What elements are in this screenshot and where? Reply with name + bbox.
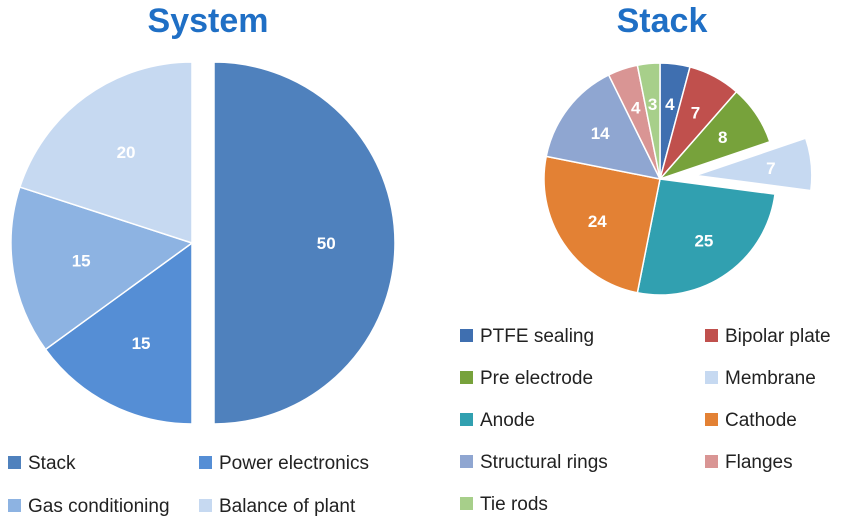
slice-membrane	[695, 137, 813, 192]
legend-swatch-membrane	[705, 371, 718, 384]
legend-swatch-cathode	[705, 413, 718, 426]
legend-label-pre-electrode: Pre electrode	[480, 368, 593, 389]
legend-swatch-flanges	[705, 455, 718, 468]
data-label-pre-electrode: 8	[718, 128, 727, 147]
data-label-ptfe-sealing: 4	[665, 95, 675, 114]
data-label-gas-conditioning: 15	[72, 252, 91, 271]
slice-stack	[213, 61, 396, 425]
legend-label-structural-rings: Structural rings	[480, 452, 608, 473]
slice-anode	[636, 178, 776, 296]
legend-label-gas-conditioning: Gas conditioning	[28, 496, 170, 517]
data-label-bipolar-plate: 7	[691, 104, 700, 123]
legend-swatch-gas-conditioning	[8, 499, 21, 512]
data-label-power-electronics: 15	[132, 334, 151, 353]
legend-swatch-stack	[8, 456, 21, 469]
legend-label-cathode: Cathode	[725, 410, 797, 431]
legend-swatch-ptfe-sealing	[460, 329, 473, 342]
legend-swatch-power-electronics	[199, 456, 212, 469]
data-label-cathode: 24	[588, 212, 607, 231]
legend-label-stack: Stack	[28, 453, 76, 474]
slice-cathode	[543, 155, 661, 294]
data-label-tie-rods: 3	[648, 95, 657, 114]
slice-pre-electrode	[657, 90, 771, 181]
chart-title: Stack	[617, 2, 708, 40]
legend-swatch-pre-electrode	[460, 371, 473, 384]
data-label-balance-of-plant: 20	[117, 143, 136, 162]
slice-structural-rings	[545, 73, 662, 181]
legend-label-balance-of-plant: Balance of plant	[219, 496, 356, 517]
legend-label-power-electronics: Power electronics	[219, 453, 369, 474]
legend-swatch-structural-rings	[460, 455, 473, 468]
legend-label-membrane: Membrane	[725, 368, 816, 389]
data-label-flanges: 4	[631, 99, 641, 118]
data-label-structural-rings: 14	[591, 124, 610, 143]
legend-swatch-anode	[460, 413, 473, 426]
slice-power-electronics	[44, 241, 193, 425]
legend-label-anode: Anode	[480, 410, 535, 431]
data-label-anode: 25	[694, 231, 713, 250]
legend-swatch-bipolar-plate	[705, 329, 718, 342]
slice-gas-conditioning	[10, 186, 194, 351]
slice-tie-rods	[636, 62, 661, 180]
legend-label-ptfe-sealing: PTFE sealing	[480, 326, 594, 347]
legend-swatch-tie-rods	[460, 497, 473, 510]
data-label-membrane: 7	[766, 159, 775, 178]
slice-balance-of-plant	[18, 61, 193, 245]
legend-label-tie-rods: Tie rods	[480, 494, 548, 515]
legend-swatch-balance-of-plant	[199, 499, 212, 512]
legend-label-bipolar-plate: Bipolar plate	[725, 326, 831, 347]
chart-title: System	[148, 2, 269, 40]
legend-label-flanges: Flanges	[725, 452, 793, 473]
data-label-stack: 50	[317, 234, 336, 253]
